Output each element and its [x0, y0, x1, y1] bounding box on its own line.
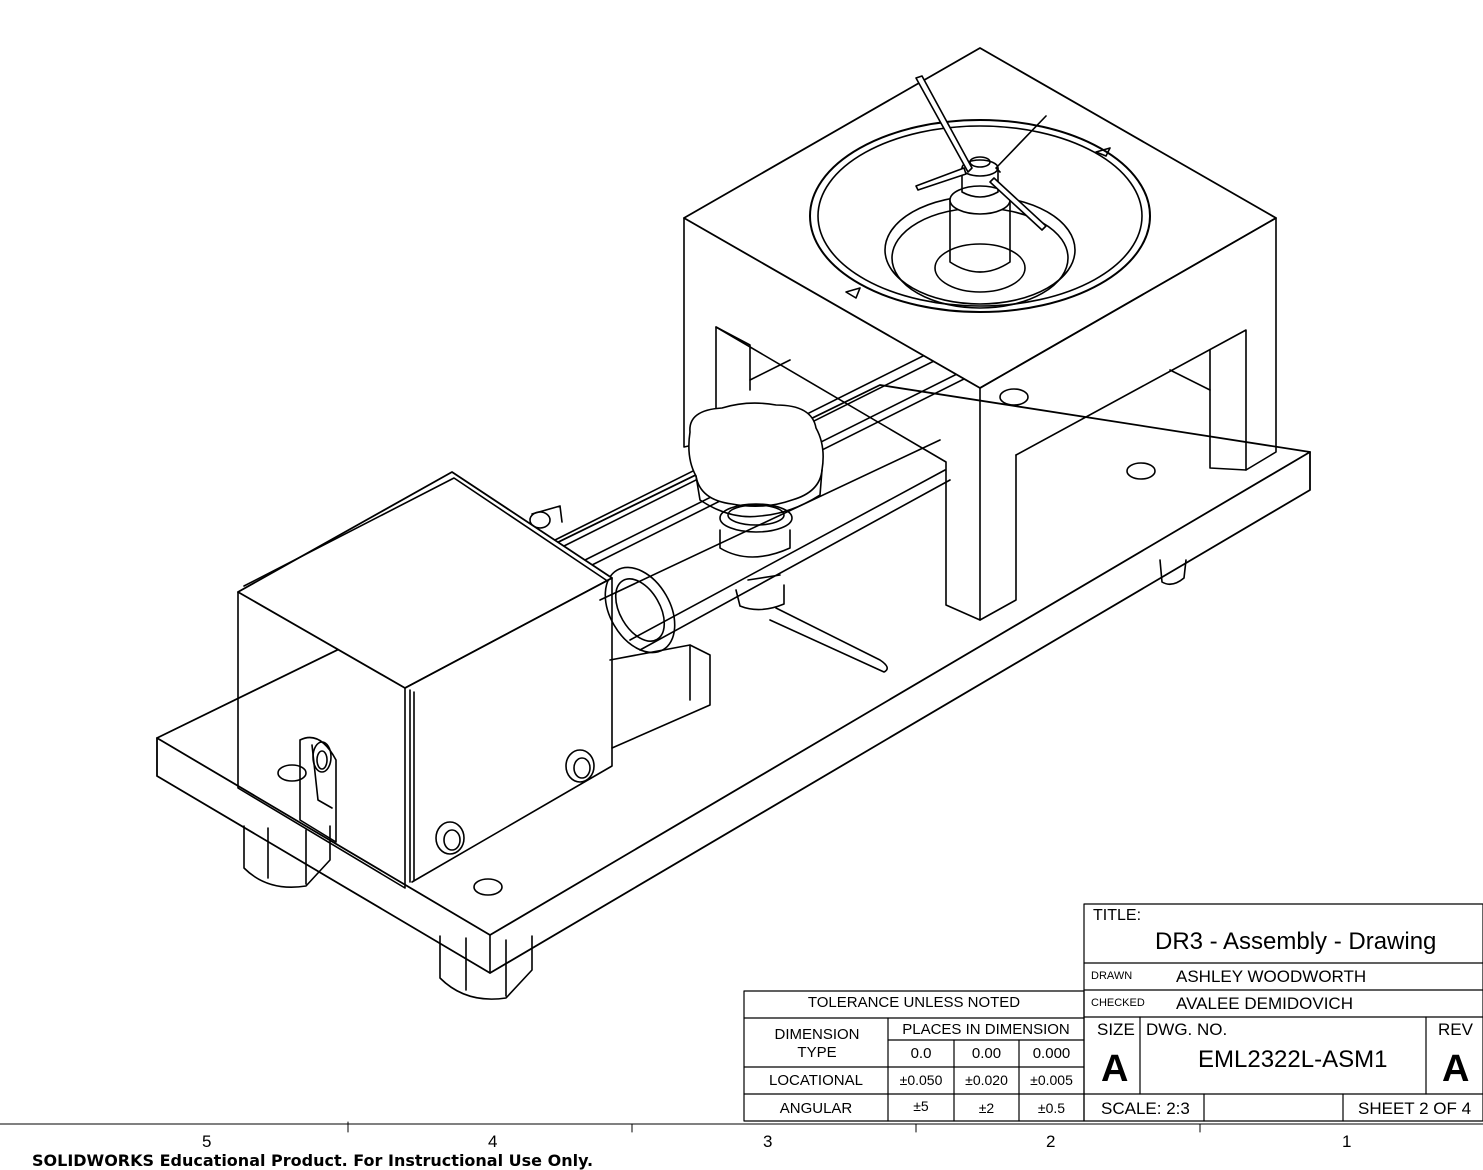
sheet-border [0, 1121, 1483, 1133]
zone-3: 3 [763, 1132, 773, 1151]
star-knob [688, 402, 888, 673]
drawn-by: ASHLEY WOODWORTH [1176, 967, 1367, 986]
tower-hole [999, 388, 1029, 406]
places-1: 0.00 [971, 1045, 1002, 1062]
base-hole [1126, 462, 1156, 480]
housing-screw [312, 741, 332, 773]
base-foot-front-right [439, 935, 533, 1000]
checked-by: AVALEE DEMIDOVICH [1176, 994, 1353, 1013]
educational-footer: SOLIDWORKS Educational Product. For Inst… [32, 1151, 594, 1170]
scale: SCALE: 2:3 [1101, 1099, 1190, 1118]
angular-2: ±0.5 [1037, 1100, 1066, 1116]
spinner-blades [915, 75, 1047, 231]
drawn-label: DRAWN [1091, 970, 1133, 982]
base-foot-back [1159, 559, 1187, 586]
base-hole [277, 764, 307, 782]
tolerance-header: TOLERANCE UNLESS NOTED [807, 994, 1021, 1011]
lower-block [609, 644, 711, 749]
zone-2: 2 [1046, 1132, 1056, 1151]
dwg-no-label: DWG. NO. [1146, 1020, 1228, 1039]
motor-housing [237, 471, 613, 889]
angular-1: ±2 [978, 1100, 995, 1116]
base-plate [156, 384, 1311, 974]
title-block-grid [1083, 903, 1483, 1122]
spindle [949, 156, 1011, 273]
angular-0: ±5 [913, 1098, 929, 1114]
housing-screw [435, 821, 465, 855]
coupler-ring [604, 566, 676, 654]
sheet-number: SHEET 2 OF 4 [1358, 1099, 1472, 1118]
tolerance-table-grid [743, 990, 1085, 1122]
size-label: SIZE [1097, 1020, 1135, 1039]
dwg-no: EML2322L-ASM1 [1198, 1046, 1388, 1073]
zone-1: 1 [1342, 1132, 1352, 1151]
locational-label: LOCATIONAL [769, 1072, 863, 1089]
locational-2: ±0.005 [1030, 1072, 1073, 1088]
rod-end [529, 505, 563, 529]
housing-screw [565, 749, 595, 783]
size-value: A [1101, 1048, 1129, 1090]
zone-4: 4 [488, 1132, 498, 1151]
dimension-type-label: DIMENSION TYPE [774, 1026, 860, 1061]
housing-screw [443, 829, 461, 851]
spinner-bowl [809, 119, 1151, 313]
housing-screw [573, 757, 591, 779]
locational-0: ±0.050 [899, 1072, 943, 1088]
drawing-title: DR3 - Assembly - Drawing [1155, 928, 1437, 955]
rev-value: A [1442, 1048, 1470, 1090]
places-0: 0.0 [910, 1045, 932, 1062]
places-2: 0.000 [1032, 1045, 1071, 1062]
zone-5: 5 [202, 1132, 212, 1151]
checked-label: CHECKED [1091, 997, 1145, 1009]
angular-label: ANGULAR [779, 1100, 853, 1117]
tower-frame [683, 47, 1277, 621]
base-hole [473, 878, 503, 896]
locational-1: ±0.020 [965, 1072, 1008, 1088]
base-foot-front-left [243, 825, 331, 888]
rev-label: REV [1438, 1020, 1473, 1039]
housing-screw [316, 750, 328, 770]
places-header: PLACES IN DIMENSION [902, 1021, 1070, 1038]
title-label: TITLE: [1093, 907, 1142, 924]
